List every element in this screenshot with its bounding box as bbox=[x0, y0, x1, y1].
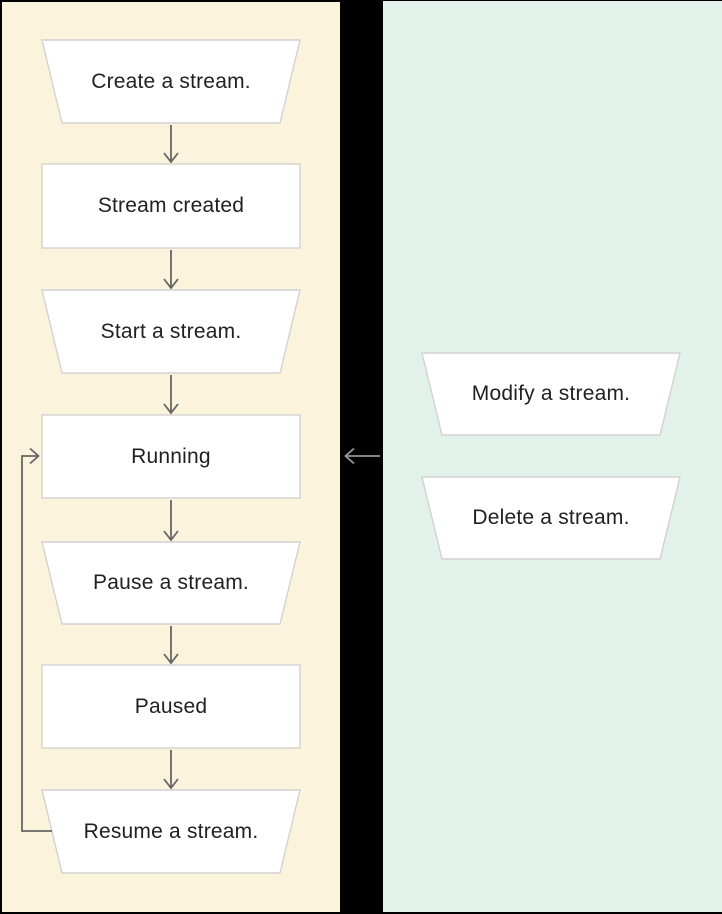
node-stream-created bbox=[41, 163, 301, 249]
arrow-create-to-created bbox=[163, 125, 179, 164]
node-resume-stream bbox=[41, 789, 301, 874]
arrow-start-to-running bbox=[163, 375, 179, 415]
arrow-pause-to-paused bbox=[163, 626, 179, 665]
operations-panel bbox=[383, 1, 722, 912]
node-start-stream bbox=[41, 289, 301, 374]
node-paused bbox=[41, 664, 301, 749]
arrow-created-to-start bbox=[163, 250, 179, 290]
node-delete-stream bbox=[421, 476, 681, 560]
node-modify-stream bbox=[421, 352, 681, 436]
arrow-running-to-pause bbox=[163, 500, 179, 542]
arrow-operations-to-running bbox=[344, 447, 380, 465]
arrow-resume-loop-to-running bbox=[21, 447, 52, 832]
arrow-paused-to-resume bbox=[163, 750, 179, 790]
node-running bbox=[41, 414, 301, 499]
node-pause-stream bbox=[41, 541, 301, 625]
node-create-stream bbox=[41, 39, 301, 124]
